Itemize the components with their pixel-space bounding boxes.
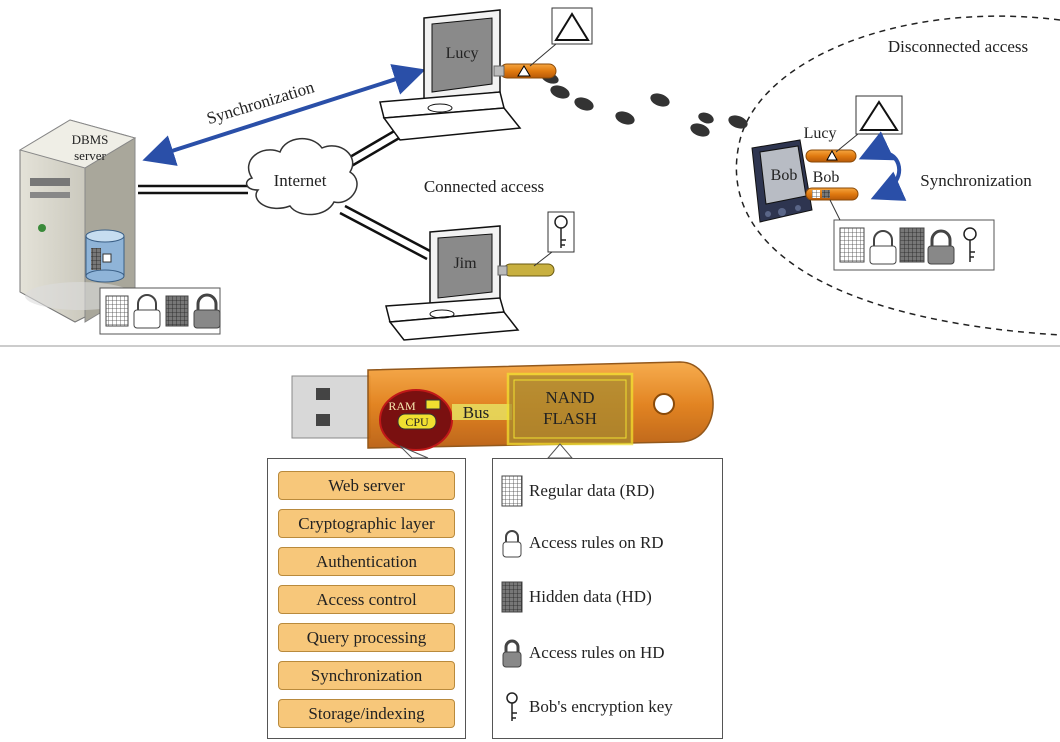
footprints-icon (541, 72, 748, 137)
sync-label-right: Synchronization (920, 171, 1032, 190)
layer-synchronization: Synchronization (278, 661, 455, 690)
key-icon (506, 692, 518, 721)
legend-panel: Regular data (RD) Access rules on RD Hid… (492, 458, 723, 739)
legend-item-access-rules-rd: Access rules on RD (501, 525, 664, 561)
internet-label: Internet (274, 171, 327, 190)
pda-token-lucy (805, 149, 857, 163)
database-icon (85, 229, 125, 283)
pda-lucy-tag: Lucy (804, 125, 837, 142)
grid-icon (501, 475, 523, 507)
layer-cryptographic: Cryptographic layer (278, 509, 455, 538)
laptop-lucy (379, 9, 522, 141)
key-icon (554, 215, 568, 248)
software-layers-panel: Web server Cryptographic layer Authentic… (267, 458, 466, 739)
sync-arrow-right (858, 131, 907, 201)
layer-authentication: Authentication (278, 547, 455, 576)
closed-lock-icon (193, 293, 221, 329)
pda-bob-tag: Bob (813, 169, 840, 186)
pda-device (751, 139, 813, 223)
disconnected-label: Disconnected access (888, 37, 1028, 56)
legend-label: Access rules on HD (529, 643, 665, 662)
bus-bar (452, 404, 512, 420)
dark-grid-icon (501, 581, 523, 613)
pda-data-box (833, 219, 995, 271)
cpu-label: CPU (405, 415, 429, 429)
token-jim (497, 263, 555, 277)
server-label-line2: server (74, 148, 106, 163)
ram-cpu-chip (379, 389, 453, 451)
pda-token-bob (805, 187, 859, 201)
connected-label: Connected access (424, 177, 544, 196)
token-lucy (493, 63, 557, 79)
legend-item-regular-data: Regular data (RD) (501, 473, 655, 509)
laptop-jim (385, 225, 520, 341)
ram-label: RAM (388, 399, 416, 413)
legend-item-hidden-data: Hidden data (HD) (501, 579, 652, 615)
legend-item-access-rules-hd: Access rules on HD (501, 635, 665, 671)
legend-label: Access rules on RD (529, 533, 664, 552)
layer-access-control: Access control (278, 585, 455, 614)
layer-storage-indexing: Storage/indexing (278, 699, 455, 728)
legend-label: Hidden data (HD) (529, 587, 652, 606)
layer-query-processing: Query processing (278, 623, 455, 652)
server-data-box (99, 287, 221, 335)
legend-label: Regular data (RD) (529, 481, 655, 500)
open-lock-icon (502, 530, 522, 558)
legend-label: Bob's encryption key (529, 697, 673, 716)
layer-web-server: Web server (278, 471, 455, 500)
flash-callout (546, 443, 574, 459)
open-lock-icon (133, 294, 161, 329)
bus-label: Bus (463, 403, 489, 422)
lucy-label: Lucy (446, 45, 479, 62)
closed-lock-icon (502, 639, 522, 668)
jim-label: Jim (453, 255, 477, 272)
triangle-icon (554, 12, 590, 41)
sync-arrow-left (142, 64, 426, 166)
disconnected-zone (735, 15, 1060, 336)
flash-label-line2: FLASH (543, 409, 597, 428)
legend-item-encryption-key: Bob's encryption key (501, 689, 673, 725)
flash-label-line1: NAND (545, 388, 594, 407)
server-label-line1: DBMS (72, 132, 109, 147)
pda-name: Bob (771, 167, 798, 184)
triangle-icon (859, 100, 899, 131)
nand-flash-chip (506, 372, 634, 446)
